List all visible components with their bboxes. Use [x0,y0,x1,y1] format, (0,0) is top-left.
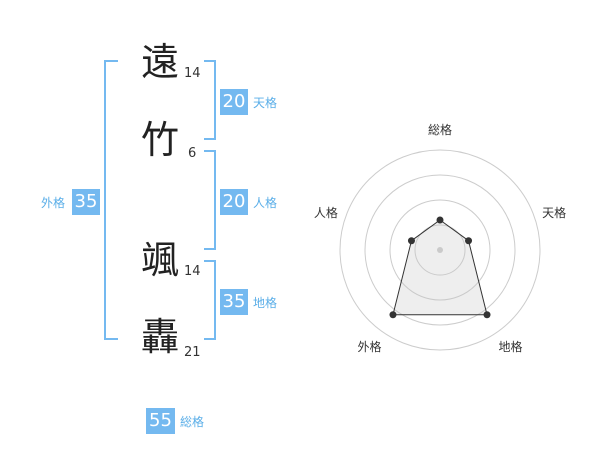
soukaku-label: 総格 [180,415,205,429]
radar-area [392,219,488,316]
kanji-2: 竹 [141,118,180,162]
radar-axis-label-4: 外格 [357,339,381,354]
radar-ring [414,224,466,276]
radar-axis-label-3: 地格 [499,339,523,354]
radar-point-1 [436,216,444,224]
soukaku-value: 55 [146,408,175,434]
radar-point-4 [389,311,397,319]
chikaku-bracket [204,260,216,340]
jinkaku-bracket [204,150,216,250]
kanji-3: 颯 [141,238,180,282]
gaikaku-bracket [104,60,118,340]
chikaku-label: 地格 [253,296,278,310]
radar-axis-label-5: 人格 [314,205,338,220]
tenkaku-value: 20 [220,89,248,115]
gaikaku-label: 外格 [41,196,66,210]
gaikaku-value: 35 [72,189,100,215]
tenkaku-label: 天格 [253,96,278,110]
stroke-count-4: 21 [184,345,201,360]
radar-axis-label-1: 総格 [428,122,452,137]
tenkaku-bracket [204,60,216,140]
radar-point-5 [407,237,415,245]
jinkaku-label: 人格 [253,196,278,210]
kanji-4: 轟 [141,315,180,359]
radar-point-3 [483,311,491,319]
stroke-count-2: 6 [188,146,197,161]
jinkaku-value: 20 [220,189,248,215]
radar-ring [364,174,516,326]
stroke-count-1: 14 [184,66,201,81]
radar-ring [339,149,541,351]
chikaku-value: 35 [220,289,248,315]
kanji-1: 遠 [141,40,180,84]
radar-point-2 [465,237,473,245]
radar-axis-label-2: 天格 [542,205,566,220]
radar-ring [389,199,491,301]
radar-center [437,247,443,253]
stroke-count-3: 14 [184,264,201,279]
